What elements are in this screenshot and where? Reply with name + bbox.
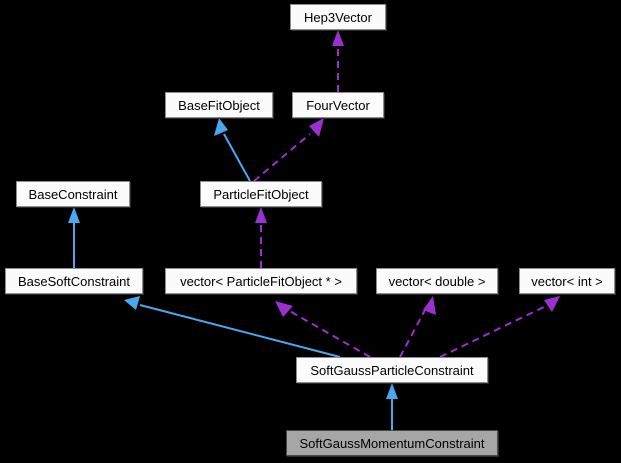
class-node-basefitobject[interactable]: BaseFitObject bbox=[165, 92, 273, 118]
class-node-label: vector< double > bbox=[388, 273, 486, 289]
class-node-vector-int[interactable]: vector< int > bbox=[519, 268, 615, 294]
class-node-label: ParticleFitObject bbox=[213, 186, 309, 202]
class-node-fourvector[interactable]: FourVector bbox=[292, 92, 384, 118]
edge-particlefitobject-basefitobject bbox=[214, 118, 251, 182]
edge-sgpc-basesoftconstraint bbox=[124, 296, 341, 358]
class-node-vector-particlefitobject-ptr[interactable]: vector< ParticleFitObject * > bbox=[165, 268, 357, 294]
class-node-label: BaseConstraint bbox=[28, 186, 118, 202]
class-node-label: vector< int > bbox=[531, 273, 603, 289]
class-node-hep3vector[interactable]: Hep3Vector bbox=[290, 4, 386, 30]
class-node-vector-double[interactable]: vector< double > bbox=[376, 268, 498, 294]
edge-sgpc-vecdouble bbox=[399, 296, 436, 358]
class-node-label: vector< ParticleFitObject * > bbox=[180, 273, 342, 289]
class-node-label: SoftGaussParticleConstraint bbox=[310, 362, 474, 378]
edge-particlefitobject-fourvector bbox=[253, 118, 324, 182]
class-node-label: Hep3Vector bbox=[304, 9, 372, 25]
class-node-basesoftconstraint[interactable]: BaseSoftConstraint bbox=[5, 268, 143, 294]
edge-sgpc-vecint bbox=[439, 296, 560, 358]
class-node-baseconstraint[interactable]: BaseConstraint bbox=[16, 181, 130, 207]
class-node-softgaussmomentumconstraint[interactable]: SoftGaussMomentumConstraint bbox=[286, 430, 498, 456]
class-node-label: FourVector bbox=[306, 97, 370, 113]
class-node-label: BaseSoftConstraint bbox=[17, 273, 130, 289]
edge-vecpfo-particlefitobject bbox=[255, 207, 267, 268]
edge-fourvector-hep3vector bbox=[332, 30, 344, 92]
class-node-softgaussparticleconstraint[interactable]: SoftGaussParticleConstraint bbox=[296, 357, 488, 383]
edge-basesoftconstraint-baseconstraint bbox=[68, 207, 80, 268]
class-node-label: SoftGaussMomentumConstraint bbox=[299, 435, 485, 451]
edge-sgpc-vecpfo bbox=[275, 301, 371, 358]
edge-sgmc-sgpc bbox=[386, 383, 398, 430]
class-node-particlefitobject[interactable]: ParticleFitObject bbox=[200, 181, 322, 207]
class-node-label: BaseFitObject bbox=[178, 97, 260, 113]
